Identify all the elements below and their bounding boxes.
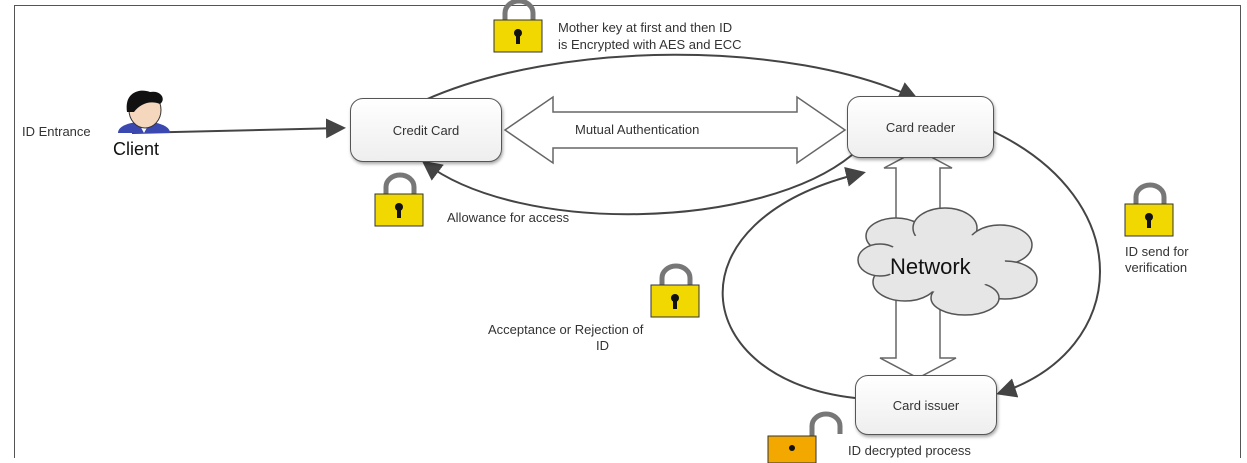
credit-card-label: Credit Card: [392, 122, 460, 138]
diagram-frame: [14, 5, 1241, 458]
unlocked-icon: [767, 411, 843, 463]
id-send-arc: [989, 129, 1101, 398]
encrypt-label-line2: is Encrypted with AES and ECC: [558, 37, 742, 52]
lock-icon: [650, 263, 700, 318]
id-send-label-line1: ID send for: [1125, 244, 1189, 259]
lock-icon: [374, 172, 424, 227]
network-label: Network: [890, 254, 971, 279]
cloud-icon: [857, 207, 1038, 316]
card-reader-node: Card reader: [847, 96, 994, 158]
id-entrance-label: ID Entrance: [22, 124, 91, 139]
mutual-auth-arrow: [503, 95, 847, 165]
card-reader-label: Card reader: [885, 119, 956, 135]
acceptance-label-line2: ID: [596, 338, 609, 353]
card-issuer-node: Card issuer: [855, 375, 997, 435]
encrypt-arc: [424, 53, 919, 101]
encrypt-label-line1: Mother key at first and then ID: [558, 20, 733, 35]
acceptance-label-line1: Acceptance or Rejection of: [488, 322, 644, 337]
lock-icon: [493, 0, 543, 53]
card-issuer-label: Card issuer: [892, 397, 960, 413]
credit-card-node: Credit Card: [350, 98, 502, 162]
mutual-auth-label: Mutual Authentication: [575, 122, 700, 137]
person-icon: [118, 90, 170, 133]
lock-icon: [1124, 182, 1174, 237]
allowance-arc: [421, 154, 853, 216]
id-send-label-line2: verification: [1125, 260, 1188, 275]
client-label: Client: [113, 139, 160, 159]
allowance-label: Allowance for access: [447, 210, 570, 225]
decrypted-label: ID decrypted process: [848, 443, 971, 458]
acceptance-arc: [721, 167, 866, 399]
